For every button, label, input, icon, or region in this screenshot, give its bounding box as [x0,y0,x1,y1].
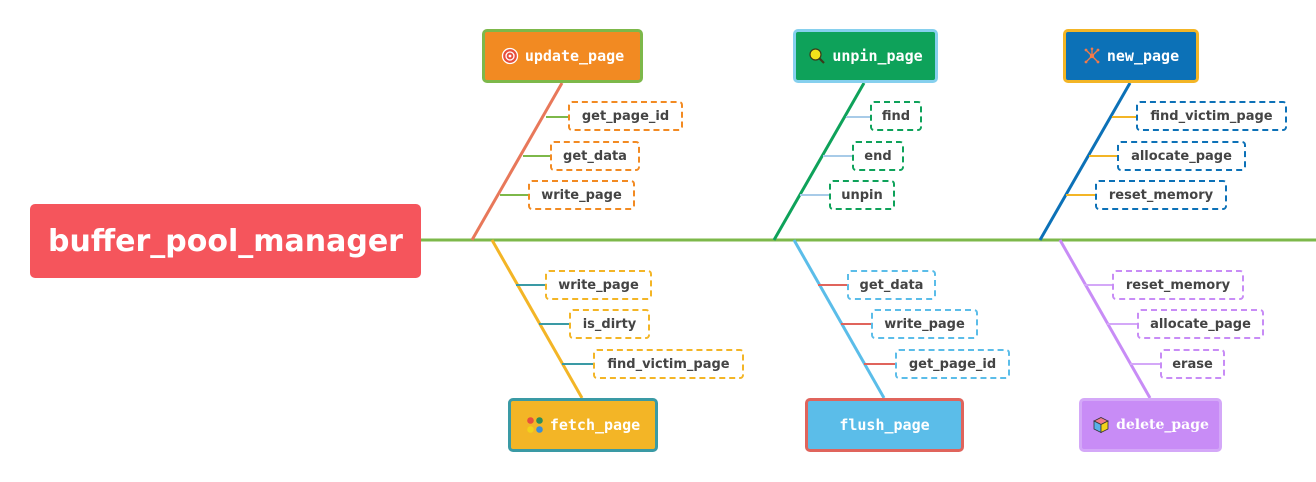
leaf-update-get-page-id[interactable]: get_page_id [568,101,683,131]
leaf-delete-erase[interactable]: erase [1160,349,1225,379]
leaf-new-allocate-page[interactable]: allocate_page [1117,141,1246,171]
leaf-fetch-write-page[interactable]: write_page [545,270,652,300]
leaf-update-get-data[interactable]: get_data [550,141,640,171]
leaf-fetch-find-victim-page[interactable]: find_victim_page [593,349,744,379]
branch-new-page[interactable]: new_page [1063,29,1199,83]
leaf-fetch-is-dirty[interactable]: is_dirty [569,309,650,339]
leaf-delete-reset-memory[interactable]: reset_memory [1112,270,1244,300]
branch-update-page[interactable]: update_page [482,29,643,83]
leaf-delete-allocate-page[interactable]: allocate_page [1137,309,1264,339]
magnifier-icon [808,47,826,65]
leaf-new-reset-memory[interactable]: reset_memory [1095,180,1227,210]
bone-fetch-page [490,239,584,399]
bone-flush-page [792,239,886,399]
branch-fetch-page-label: fetch_page [549,416,641,434]
bone-unpin-page [772,82,866,241]
branch-flush-page[interactable]: flush_page [805,398,964,452]
leaf-update-write-page[interactable]: write_page [528,180,635,210]
branch-update-page-label: update_page [524,47,625,65]
leaf-flush-get-data[interactable]: get_data [847,270,936,300]
branch-unpin-page-label: unpin_page [832,47,923,65]
leaf-unpin-unpin[interactable]: unpin [829,180,895,210]
network-icon [1083,47,1101,65]
cube-icon [1092,416,1110,434]
leaf-unpin-end[interactable]: end [852,141,904,171]
branch-new-page-label: new_page [1106,47,1180,65]
bone-delete-page [1058,239,1152,399]
branch-fetch-page[interactable]: fetch_page [508,398,658,452]
bone-update-page [470,82,564,241]
target-icon [501,47,519,65]
grid-icon [526,416,544,434]
branch-unpin-page[interactable]: unpin_page [793,29,938,83]
leaf-flush-write-page[interactable]: write_page [871,309,978,339]
leaf-flush-get-page-id[interactable]: get_page_id [895,349,1010,379]
root-node[interactable]: buffer_pool_manager [30,204,421,278]
leaf-new-find-victim-page[interactable]: find_victim_page [1136,101,1287,131]
bone-new-page [1038,82,1132,241]
leaf-unpin-find[interactable]: find [870,101,922,131]
branch-delete-page[interactable]: delete_page [1079,398,1222,452]
branch-flush-page-label: flush_page [839,416,930,434]
branch-delete-page-label: delete_page [1116,417,1209,433]
